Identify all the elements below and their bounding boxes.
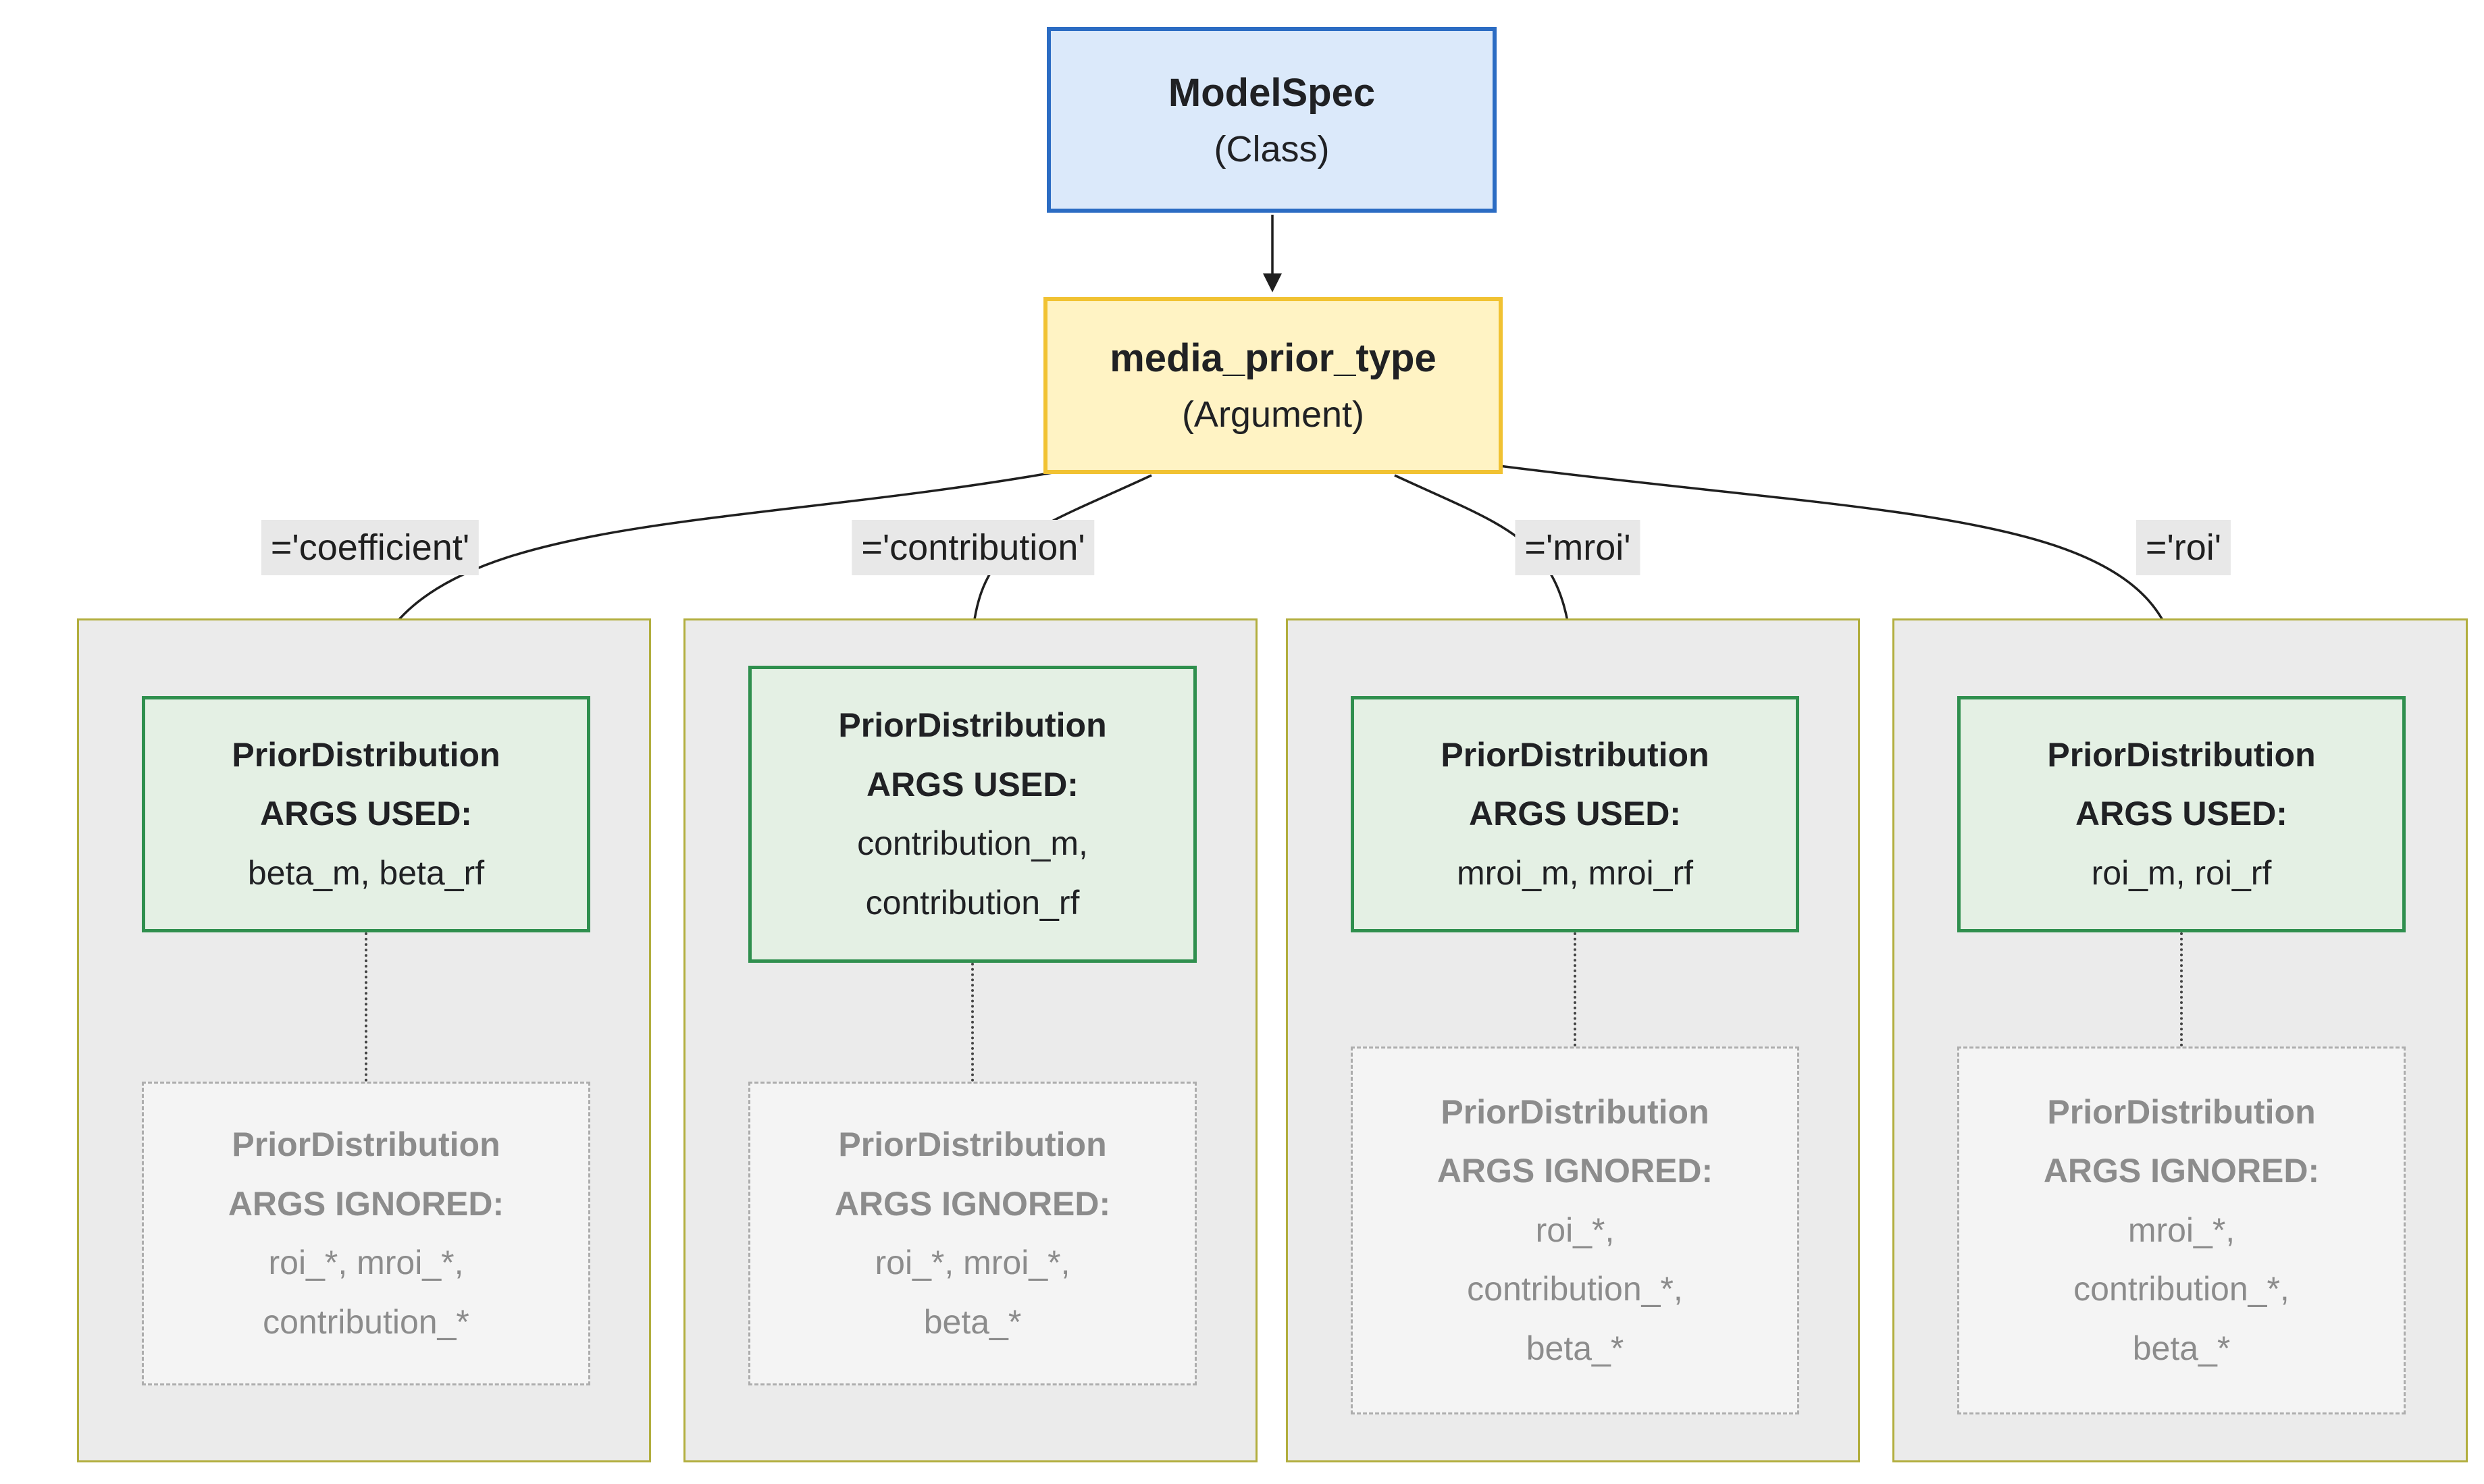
prior-used-subtitle: ARGS USED:: [260, 795, 472, 833]
prior-used-box: PriorDistribution ARGS USED: contributio…: [748, 666, 1197, 963]
prior-ignored-args: roi_*, mroi_*, beta_*: [875, 1244, 1070, 1341]
branch-roi: PriorDistribution ARGS USED: roi_m, roi_…: [1892, 618, 2468, 1462]
prior-used-args: beta_m, beta_rf: [247, 853, 485, 892]
prior-used-title: PriorDistribution: [2047, 735, 2316, 774]
prior-ignored-args: roi_*, mroi_*, contribution_*: [263, 1244, 469, 1341]
prior-ignored-title: PriorDistribution: [232, 1125, 500, 1163]
prior-used-args: roi_m, roi_rf: [2091, 853, 2272, 892]
prior-ignored-args: mroi_*, contribution_*, beta_*: [2073, 1211, 2289, 1367]
media-prior-type-title: media_prior_type: [1110, 336, 1437, 380]
edge-label-mroi: ='mroi': [1515, 520, 1640, 576]
prior-used-box: PriorDistribution ARGS USED: beta_m, bet…: [142, 696, 590, 932]
prior-used-title: PriorDistribution: [1441, 735, 1709, 774]
prior-ignored-box: PriorDistribution ARGS IGNORED: roi_*, c…: [1351, 1046, 1799, 1414]
prior-used-box: PriorDistribution ARGS USED: roi_m, roi_…: [1957, 696, 2406, 932]
prior-used-args: mroi_m, mroi_rf: [1456, 853, 1694, 892]
prior-used-title: PriorDistribution: [232, 735, 500, 774]
modelspec-node: ModelSpec (Class): [1047, 27, 1497, 213]
prior-ignored-title: PriorDistribution: [1441, 1092, 1709, 1131]
dotted-connector: [2180, 932, 2183, 1046]
branch-coefficient: PriorDistribution ARGS USED: beta_m, bet…: [77, 618, 651, 1462]
branch-mroi: PriorDistribution ARGS USED: mroi_m, mro…: [1286, 618, 1860, 1462]
prior-ignored-box: PriorDistribution ARGS IGNORED: mroi_*, …: [1957, 1046, 2406, 1414]
media-prior-type-subtitle: (Argument): [1181, 394, 1365, 435]
prior-used-args: contribution_m, contribution_rf: [857, 824, 1088, 922]
prior-ignored-subtitle: ARGS IGNORED:: [1437, 1152, 1713, 1190]
prior-ignored-args: roi_*, contribution_*, beta_*: [1467, 1211, 1683, 1367]
prior-ignored-subtitle: ARGS IGNORED:: [834, 1184, 1111, 1223]
dotted-connector: [971, 963, 974, 1082]
prior-used-subtitle: ARGS USED:: [1469, 795, 1681, 833]
branch-contribution: PriorDistribution ARGS USED: contributio…: [683, 618, 1258, 1462]
modelspec-subtitle: (Class): [1214, 128, 1330, 169]
edge-label-coefficient: ='coefficient': [261, 520, 480, 576]
prior-ignored-box: PriorDistribution ARGS IGNORED: roi_*, m…: [142, 1082, 590, 1385]
edge-label-contribution: ='contribution': [852, 520, 1095, 576]
prior-ignored-title: PriorDistribution: [838, 1125, 1107, 1163]
prior-ignored-subtitle: ARGS IGNORED:: [2043, 1152, 2320, 1190]
prior-used-box: PriorDistribution ARGS USED: mroi_m, mro…: [1351, 696, 1799, 932]
modelspec-title: ModelSpec: [1168, 70, 1376, 115]
prior-ignored-subtitle: ARGS IGNORED:: [228, 1184, 504, 1223]
edge-label-roi: ='roi': [2136, 520, 2231, 576]
dotted-connector: [365, 932, 367, 1082]
prior-used-subtitle: ARGS USED:: [866, 765, 1079, 803]
prior-ignored-box: PriorDistribution ARGS IGNORED: roi_*, m…: [748, 1082, 1197, 1385]
media-prior-type-node: media_prior_type (Argument): [1043, 297, 1503, 474]
prior-used-title: PriorDistribution: [838, 706, 1107, 744]
dotted-connector: [1574, 932, 1576, 1046]
prior-used-subtitle: ARGS USED:: [2075, 795, 2287, 833]
prior-ignored-title: PriorDistribution: [2047, 1092, 2316, 1131]
